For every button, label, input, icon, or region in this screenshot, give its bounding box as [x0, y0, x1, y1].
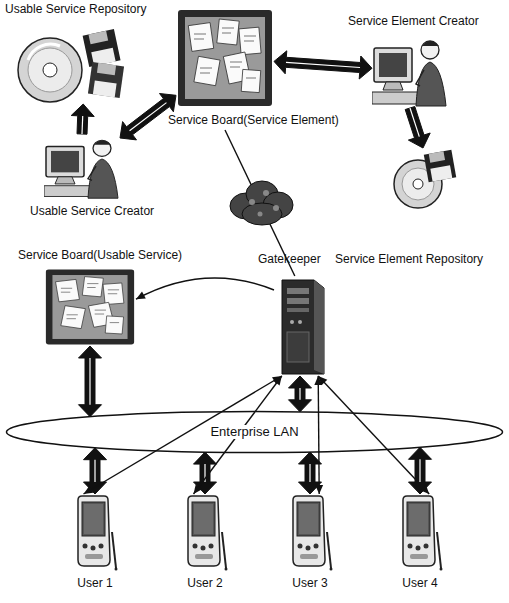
line-connector — [314, 376, 323, 494]
board-icon — [176, 8, 274, 108]
block-arrow-stripe — [309, 464, 310, 482]
block-arrow-stripe — [419, 459, 420, 482]
repository: Service Element Repository — [388, 148, 458, 210]
board-icon — [44, 268, 136, 346]
creator-workstation-icon — [372, 34, 448, 108]
block-arrow-stripe — [81, 116, 83, 134]
component-label: Service Element Repository — [335, 252, 483, 266]
block-arrow — [71, 104, 94, 134]
component-label: Gatekeeper — [258, 252, 321, 266]
block-arrow-connector — [289, 376, 312, 412]
cloud-highlight — [249, 190, 279, 217]
block-arrow-stripe — [299, 388, 300, 400]
pda-icon — [72, 494, 118, 572]
block-arrow-connector — [409, 447, 432, 494]
server-tower-icon — [274, 276, 326, 376]
network-label: Enterprise LAN — [207, 425, 301, 439]
block-arrow — [405, 107, 430, 149]
block-arrow-connector — [79, 346, 102, 417]
arrow-head — [273, 376, 282, 386]
user-device: User 2 — [182, 494, 228, 572]
block-arrow — [194, 452, 217, 494]
cloud-shape — [230, 181, 293, 225]
arrow-head — [315, 485, 323, 494]
service-board: Service Board(Service Element) — [176, 8, 274, 108]
component-label: User 1 — [77, 576, 112, 590]
curved-line — [136, 278, 274, 299]
arrow-head — [420, 485, 429, 494]
block-arrow-stripe — [89, 358, 90, 405]
component-label: User 2 — [187, 576, 222, 590]
block-arrow — [289, 376, 312, 412]
block-arrow-stripe — [410, 108, 419, 137]
user-device: User 1 — [72, 494, 118, 572]
pda-icon — [182, 494, 228, 572]
component-label: User 4 — [402, 576, 437, 590]
pda-icon — [397, 494, 443, 572]
arrow-head — [194, 484, 203, 494]
repository-icon — [388, 148, 458, 210]
block-arrow — [274, 51, 372, 79]
repository: Usable Service Repository — [10, 22, 132, 104]
block-arrow-stripe — [130, 103, 167, 131]
creator: Service Element Creator — [372, 34, 448, 108]
component-label: Service Board(Service Element) — [168, 113, 339, 127]
block-arrow-connector — [71, 104, 94, 134]
component-label: Service Board(Usable Service) — [18, 248, 182, 262]
network-band: Enterprise LAN — [5, 410, 504, 454]
block-arrow-connector — [120, 94, 176, 140]
gatekeeper: Gatekeeper — [274, 276, 326, 376]
arrow-head — [318, 376, 327, 385]
pda-icon — [287, 494, 333, 572]
component-label: Usable Service Repository — [5, 2, 146, 16]
block-arrow-connector — [405, 107, 430, 149]
block-arrow — [409, 447, 432, 494]
creator: Usable Service Creator — [44, 134, 120, 200]
straight-line — [318, 376, 429, 494]
block-arrow-stripe — [94, 460, 95, 482]
component-label: Usable Service Creator — [30, 204, 154, 218]
block-arrow-stripe — [286, 62, 360, 67]
creator-workstation-icon — [44, 134, 120, 200]
straight-line — [318, 376, 319, 494]
block-arrow — [79, 346, 102, 417]
component-label: Service Element Creator — [348, 14, 479, 28]
block-arrow-connector — [194, 452, 217, 494]
arrow-head — [136, 291, 146, 299]
line-connector — [136, 278, 274, 299]
arrow-head — [84, 486, 94, 494]
repository-icon — [10, 22, 132, 104]
user-device: User 4 — [397, 494, 443, 572]
user-device: User 3 — [287, 494, 333, 572]
line-connector — [318, 376, 429, 494]
block-arrow — [120, 94, 176, 140]
component-label: User 3 — [292, 576, 327, 590]
block-arrow-connector — [274, 51, 372, 79]
service-board: Service Board(Usable Service) — [44, 268, 136, 346]
